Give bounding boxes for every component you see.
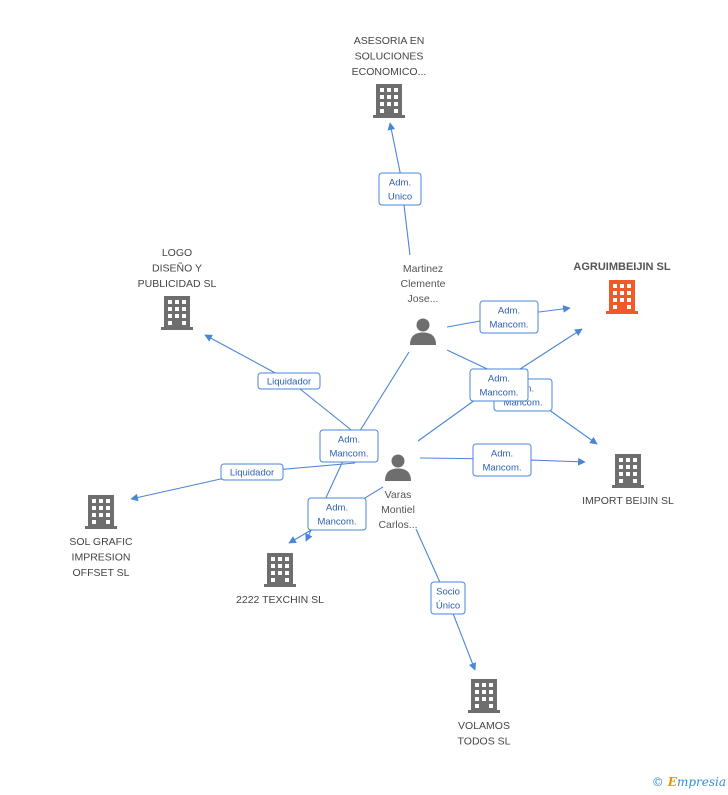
relation-box bbox=[319, 429, 379, 463]
person-label-line[interactable]: Martinez bbox=[403, 263, 443, 275]
relation-label-r2: Adm. Mancom. bbox=[479, 300, 539, 334]
relation-text: Socio bbox=[436, 587, 460, 598]
nodes: ASESORIA EN SOLUCIONES ECONOMICO... AGRUIMB… bbox=[69, 35, 674, 748]
relation-text: Adm. bbox=[498, 306, 520, 317]
relation-labels: Adm.UnicoAdm.Mancom.LiquidadorAdm.Mancom… bbox=[220, 172, 553, 615]
person-node-martinez[interactable]: MartinezClementeJose... bbox=[401, 263, 446, 345]
relation-label-r7: Adm. Mancom. bbox=[472, 443, 532, 477]
person-label-line[interactable]: Varas bbox=[385, 489, 412, 501]
person-label-line[interactable]: Jose... bbox=[408, 293, 439, 305]
company-node-texchin[interactable]: 2222 TEXCHIN SL bbox=[236, 553, 324, 606]
company-node-import[interactable]: IMPORT BEIJIN SL bbox=[582, 454, 674, 507]
relation-text: Mancom. bbox=[329, 449, 368, 460]
person-node-varas[interactable]: VarasMontielCarlos... bbox=[378, 454, 418, 532]
company-label-line[interactable]: PUBLICIDAD SL bbox=[138, 278, 217, 290]
relation-box bbox=[257, 372, 321, 390]
person-label-line[interactable]: Montiel bbox=[381, 504, 415, 516]
building-icon[interactable] bbox=[606, 280, 638, 314]
relation-box bbox=[472, 443, 532, 477]
relation-text: Liquidador bbox=[267, 377, 311, 388]
company-label-line[interactable]: VOLAMOS bbox=[458, 720, 510, 732]
relation-text: Mancom. bbox=[489, 320, 528, 331]
empresia-watermark: ©Empresia bbox=[652, 775, 726, 789]
relation-label-r6: Adm. Mancom. bbox=[469, 368, 529, 402]
person-label-line[interactable]: Carlos... bbox=[378, 519, 417, 531]
building-icon[interactable] bbox=[373, 84, 405, 118]
relation-text: Adm. bbox=[326, 503, 348, 514]
relation-text: Adm. bbox=[389, 178, 411, 189]
relation-box bbox=[469, 368, 529, 402]
relation-text: Mancom. bbox=[503, 398, 542, 409]
relation-box bbox=[220, 463, 284, 481]
relation-text: Mancom. bbox=[479, 388, 518, 399]
company-node-logo[interactable]: LOGO DISEÑO Y PUBLICIDAD SL bbox=[138, 247, 217, 330]
company-label-line[interactable]: OFFSET SL bbox=[73, 567, 130, 579]
company-label-line[interactable]: IMPRESION bbox=[72, 552, 131, 564]
copyright-symbol: © bbox=[651, 775, 664, 789]
company-label-line[interactable]: ECONOMICO... bbox=[352, 66, 427, 78]
building-icon[interactable] bbox=[85, 495, 117, 529]
relation-text: Mancom. bbox=[317, 517, 356, 528]
company-node-solgrafic[interactable]: SOL GRAFIC IMPRESION OFFSET SL bbox=[69, 495, 133, 579]
relation-box bbox=[430, 581, 466, 615]
relation-text: Adm. bbox=[488, 374, 510, 385]
relation-edge bbox=[387, 122, 411, 256]
relation-box bbox=[479, 300, 539, 334]
relation-label-r3: Liquidador bbox=[257, 372, 321, 390]
company-label-line[interactable]: DISEÑO Y bbox=[152, 262, 202, 275]
building-icon[interactable] bbox=[161, 296, 193, 330]
relation-label-r1: Adm. Unico bbox=[378, 172, 422, 206]
person-label-line[interactable]: Clemente bbox=[401, 278, 446, 290]
relation-text: Adm. bbox=[338, 435, 360, 446]
building-icon[interactable] bbox=[612, 454, 644, 488]
person-icon[interactable] bbox=[410, 318, 436, 346]
company-label-line[interactable]: SOL GRAFIC bbox=[69, 536, 133, 548]
company-label-line[interactable]: 2222 TEXCHIN SL bbox=[236, 594, 324, 606]
relation-text: Adm. bbox=[491, 449, 513, 460]
company-label-line[interactable]: ASESORIA EN bbox=[354, 35, 425, 47]
company-label-line[interactable]: SOLUCIONES bbox=[355, 51, 424, 63]
relation-label-r5: Adm. Mancom. bbox=[319, 429, 379, 463]
brand-rest: mpresia bbox=[676, 775, 726, 789]
relation-box bbox=[307, 497, 367, 531]
company-node-asesoria[interactable]: ASESORIA EN SOLUCIONES ECONOMICO... bbox=[352, 35, 427, 118]
company-label-line[interactable]: IMPORT BEIJIN SL bbox=[582, 495, 674, 507]
relation-text: Único bbox=[436, 601, 460, 612]
relation-box bbox=[378, 172, 422, 206]
company-node-volamos[interactable]: VOLAMOS TODOS SL bbox=[458, 679, 511, 748]
company-node-agruimbeijin[interactable]: AGRUIMBEIJIN SL bbox=[573, 261, 671, 314]
person-icon[interactable] bbox=[385, 454, 411, 482]
company-label-line[interactable]: TODOS SL bbox=[458, 736, 511, 748]
relation-label-r8: Liquidador bbox=[220, 463, 284, 481]
brand-initial: E bbox=[667, 775, 677, 789]
relation-text: Liquidador bbox=[230, 468, 274, 479]
relation-text: Mancom. bbox=[482, 463, 521, 474]
relation-text: Unico bbox=[388, 192, 412, 203]
building-icon[interactable] bbox=[468, 679, 500, 713]
building-icon[interactable] bbox=[264, 553, 296, 587]
relation-label-r9: Adm. Mancom. bbox=[307, 497, 367, 531]
company-label-line[interactable]: LOGO bbox=[162, 247, 192, 259]
company-label-line[interactable]: AGRUIMBEIJIN SL bbox=[573, 261, 670, 273]
